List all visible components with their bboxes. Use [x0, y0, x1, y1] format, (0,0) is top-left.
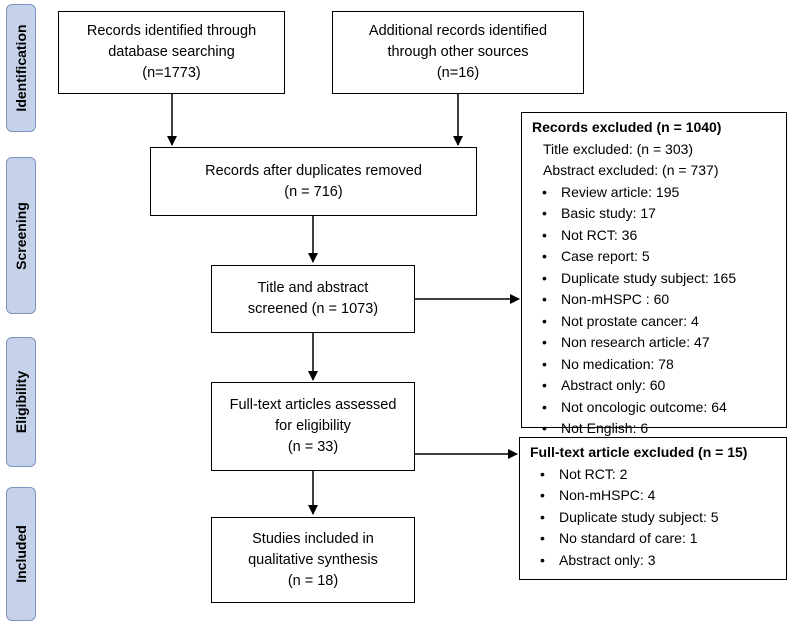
box-line: through other sources [387, 44, 529, 60]
box-line: Studies included in [252, 530, 374, 547]
box-after-duplicates: Records after duplicates removed (n = 71… [150, 147, 477, 216]
box-line: (n = 18) [287, 572, 339, 589]
box-fulltext-excluded: Full-text article excluded (n = 15) Not … [519, 437, 787, 580]
box-screened: Title and abstract screened (n = 1073) [211, 265, 415, 333]
box-line: (n=1773) [142, 65, 201, 81]
list-item: Duplicate study subject: 165 [532, 268, 776, 290]
records-excluded-list: Review article: 195 Basic study: 17 Not … [532, 182, 776, 440]
box-line: (n=16) [436, 65, 480, 81]
records-excluded-line: Abstract excluded: (n = 737) [543, 162, 719, 178]
box-database-search: Records identified through database sear… [58, 11, 285, 94]
box-records-excluded: Records excluded (n = 1040) Title exclud… [521, 112, 787, 439]
list-item: No medication: 78 [532, 354, 776, 376]
list-item: Not RCT: 36 [532, 225, 776, 247]
list-item: Not prostate cancer: 4 [532, 311, 776, 333]
box-line: (n = 33) [287, 439, 339, 455]
box-line: Title and abstract [257, 280, 369, 296]
box-line: screened (n = 1073) [247, 301, 379, 317]
list-item: Case report: 5 [532, 246, 776, 268]
records-excluded-line: Title excluded: (n = 303) [543, 140, 694, 157]
list-item: Not RCT: 2 [530, 464, 776, 486]
stage-identification: Identification [6, 4, 36, 132]
list-item: Abstract only: 60 [532, 375, 776, 397]
stage-eligibility: Eligibility [6, 337, 36, 467]
list-item: No standard of care: 1 [530, 528, 776, 550]
list-item: Duplicate study subject: 5 [530, 507, 776, 529]
list-item: Basic study: 17 [532, 203, 776, 225]
records-excluded-title: Records excluded (n = 1040) [532, 119, 722, 135]
box-line: Additional records identified [368, 23, 548, 39]
list-item: Abstract only: 3 [530, 550, 776, 572]
fulltext-excluded-title: Full-text article excluded (n = 15) [530, 444, 748, 460]
box-line: (n = 716) [284, 183, 343, 200]
box-included: Studies included in qualitative synthesi… [211, 517, 415, 603]
stage-included: Included [6, 487, 36, 621]
list-item: Non-mHSPC: 4 [530, 485, 776, 507]
box-line: database searching [108, 44, 235, 60]
list-item: Review article: 195 [532, 182, 776, 204]
list-item: Non research article: 47 [532, 332, 776, 354]
box-line: for eligibility [275, 418, 351, 434]
fulltext-excluded-list: Not RCT: 2 Non-mHSPC: 4 Duplicate study … [530, 464, 776, 572]
box-other-sources: Additional records identified through ot… [332, 11, 584, 94]
stage-screening: Screening [6, 157, 36, 314]
list-item: Not oncologic outcome: 64 [532, 397, 776, 419]
list-item: Non-mHSPC : 60 [532, 289, 776, 311]
box-line: Records identified through [86, 23, 257, 39]
box-line: Records after duplicates removed [205, 162, 422, 179]
box-line: qualitative synthesis [248, 551, 378, 568]
box-line: Full-text articles assessed [229, 397, 397, 413]
list-item: Not English: 6 [532, 418, 776, 440]
box-full-text: Full-text articles assessed for eligibil… [211, 382, 415, 471]
